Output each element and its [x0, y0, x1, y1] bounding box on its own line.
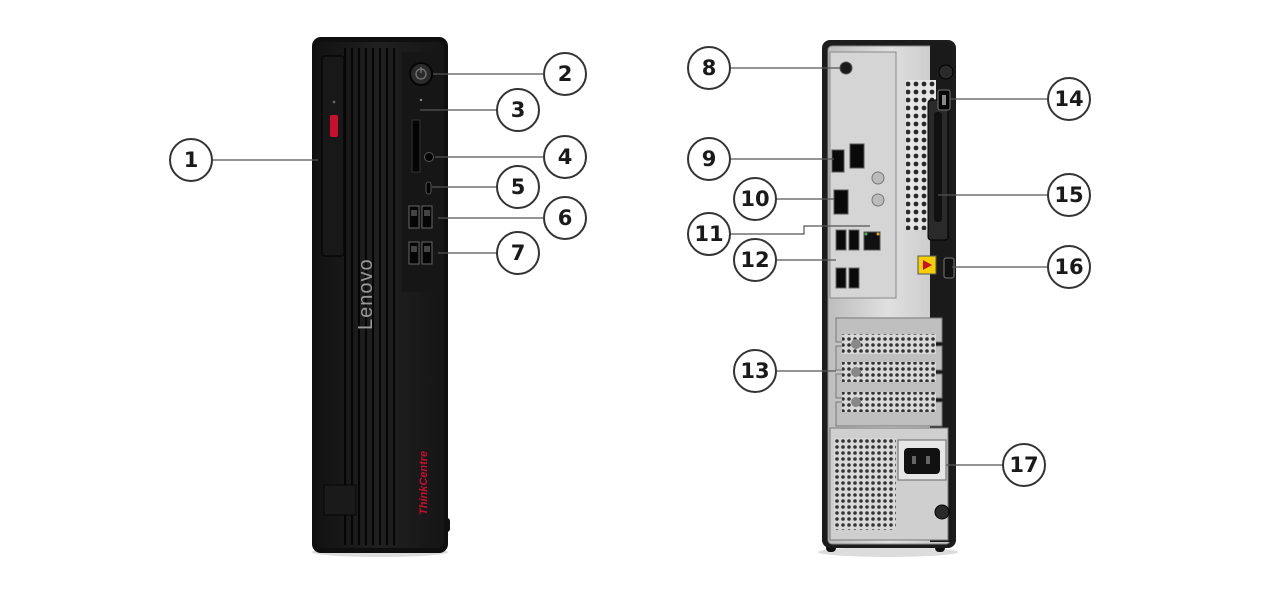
callout-11: 11 — [687, 212, 731, 256]
displayport-lower — [833, 189, 849, 215]
callout-8: 8 — [687, 46, 731, 90]
callout-7: 7 — [496, 231, 540, 275]
front-view: Lenovo ThinkCentre — [312, 37, 450, 557]
svg-text:1: 1 — [184, 148, 199, 172]
callout-6: 6 — [543, 196, 587, 240]
callout-9: 9 — [687, 137, 731, 181]
usb-c-port — [425, 181, 432, 195]
callout-15: 15 — [1047, 173, 1091, 217]
callout-10: 10 — [733, 177, 777, 221]
usb-a-ports-upper — [408, 205, 433, 229]
displayport-upper — [849, 143, 865, 169]
expansion-slots — [835, 317, 943, 427]
optical-drive-bay — [321, 55, 345, 257]
svg-text:11: 11 — [694, 222, 723, 246]
lower-bay-cover — [323, 484, 357, 516]
status-led — [419, 98, 423, 102]
svg-text:12: 12 — [740, 248, 769, 272]
rear-view — [818, 40, 958, 557]
svg-text:5: 5 — [511, 175, 526, 199]
optical-drive-eject — [330, 115, 338, 137]
thinkcentre-logo: ThinkCentre — [418, 451, 430, 515]
svg-text:7: 7 — [511, 241, 526, 265]
svg-text:15: 15 — [1054, 183, 1083, 207]
padlock-loop — [943, 257, 955, 279]
callout-16: 16 — [1047, 245, 1091, 289]
hdmi-port — [831, 149, 845, 173]
svg-text:10: 10 — [740, 187, 769, 211]
usb-a-ports-lower — [408, 241, 433, 265]
svg-text:13: 13 — [740, 359, 769, 383]
callout-12: 12 — [733, 238, 777, 282]
io-shield — [829, 51, 897, 299]
svg-text:9: 9 — [702, 147, 717, 171]
antenna-connector — [839, 61, 853, 75]
ethernet-port — [863, 231, 881, 251]
callout-5: 5 — [496, 165, 540, 209]
callout-2: 2 — [543, 52, 587, 96]
svg-text:2: 2 — [558, 62, 573, 86]
power-button — [409, 62, 433, 86]
callout-4: 4 — [543, 135, 587, 179]
svg-text:8: 8 — [702, 56, 717, 80]
callout-13: 13 — [733, 349, 777, 393]
rear-usb-ports — [835, 229, 860, 289]
card-reader-slot — [411, 119, 421, 173]
lenovo-logo: Lenovo — [355, 258, 377, 330]
svg-text:4: 4 — [558, 145, 573, 169]
front-ribs — [344, 48, 395, 545]
leader-lines — [213, 67, 1047, 466]
rear-shadow — [818, 547, 958, 557]
callouts: 1 2 3 4 5 6 7 8 — [169, 46, 1091, 487]
audio-jack — [424, 152, 434, 162]
svg-text:16: 16 — [1054, 255, 1083, 279]
svg-text:3: 3 — [511, 98, 526, 122]
svg-text:17: 17 — [1009, 453, 1038, 477]
callout-3: 3 — [496, 88, 540, 132]
optical-drive-led — [332, 100, 336, 104]
callout-17: 17 — [1002, 443, 1046, 487]
psu-vent — [834, 438, 896, 530]
callout-1: 1 — [169, 138, 213, 182]
callout-14: 14 — [1047, 77, 1091, 121]
svg-text:14: 14 — [1054, 87, 1083, 111]
svg-text:6: 6 — [558, 206, 573, 230]
